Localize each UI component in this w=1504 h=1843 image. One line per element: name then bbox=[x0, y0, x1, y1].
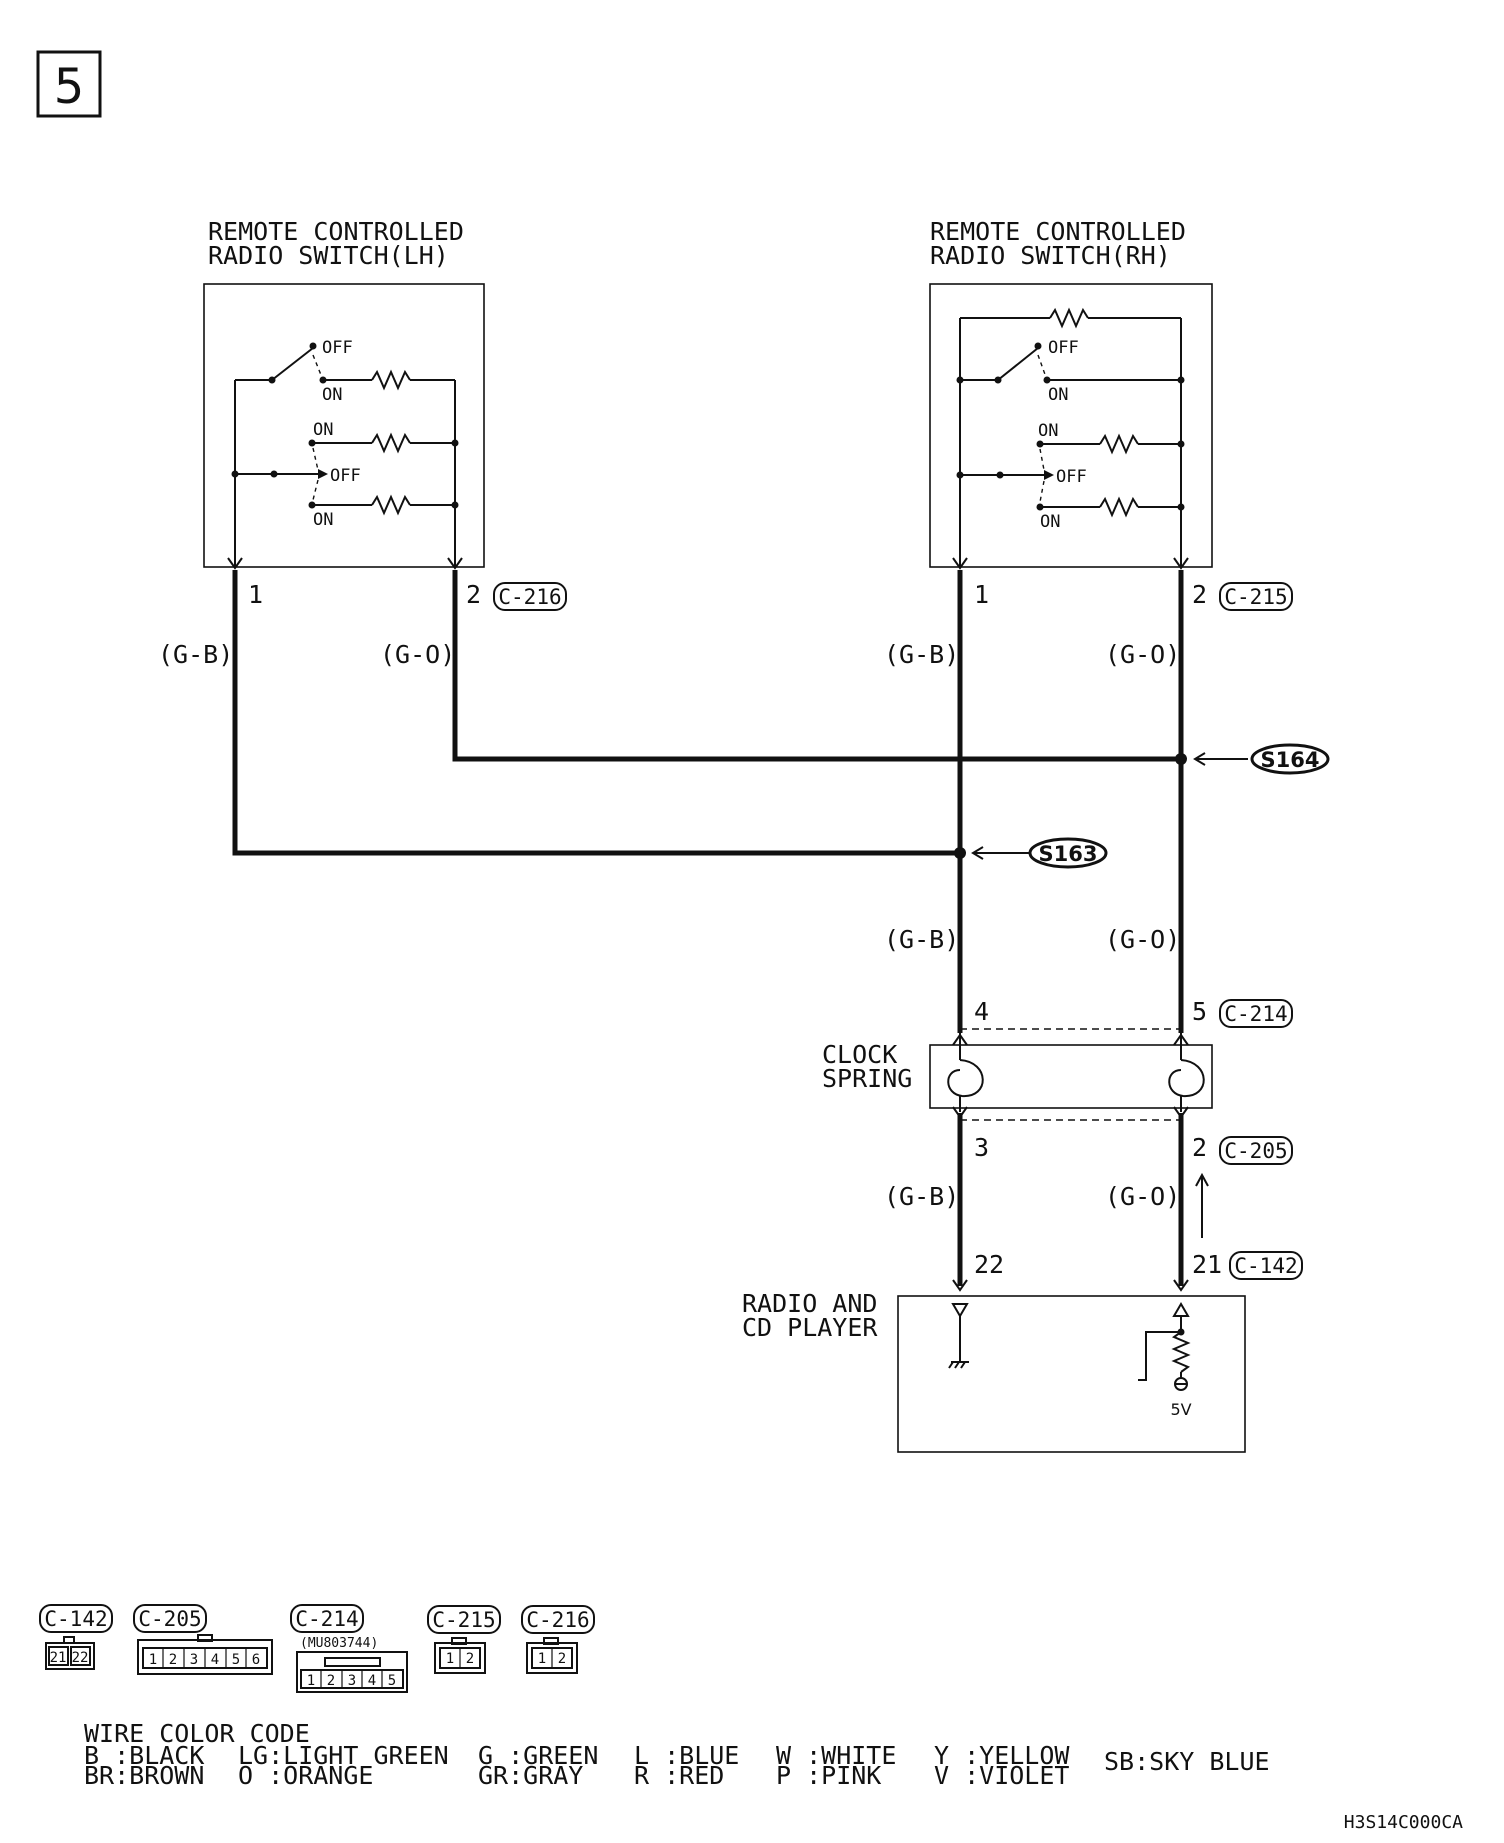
legend-c205-pins: 1 2 3 4 5 6 bbox=[149, 1652, 260, 1668]
cs-top-connector-label: C-214 bbox=[1224, 1002, 1287, 1026]
wcc-entry: O :ORANGE bbox=[238, 1761, 373, 1790]
wcc-entry: W :WHITE bbox=[776, 1741, 896, 1770]
rh-pin-1: 1 bbox=[974, 580, 989, 609]
signal-direction-arrow bbox=[1195, 1172, 1209, 1238]
rh-pin-2: 2 bbox=[1192, 580, 1207, 609]
wires bbox=[232, 570, 1187, 1286]
page-number-box: 5 bbox=[36, 50, 102, 118]
wcc-entry: LG:LIGHT GREEN bbox=[238, 1741, 449, 1770]
wire-low2-color: (G-O) bbox=[1105, 1182, 1180, 1211]
legend-c215-label: C-215 bbox=[432, 1608, 495, 1632]
legend-c214-label: C-214 bbox=[295, 1607, 358, 1631]
wire-rh2-color: (G-O) bbox=[1105, 640, 1180, 669]
legend-c214-part: (MU803744) bbox=[300, 1636, 378, 1651]
lh-sw2-on-top: ON bbox=[313, 420, 333, 440]
wcc-entry: P :PINK bbox=[776, 1761, 881, 1790]
wire-lh2-color: (G-O) bbox=[380, 640, 455, 669]
legend-c214-pins: 1 2 3 4 5 bbox=[307, 1673, 396, 1689]
wire-low1-color: (G-B) bbox=[884, 1182, 959, 1211]
switch-lh-title-1: REMOTE CONTROLLED bbox=[208, 217, 464, 246]
wcc-entry: GR:GRAY bbox=[478, 1761, 583, 1790]
wire-lh1-color: (G-B) bbox=[158, 640, 233, 669]
radio-title-2: CD PLAYER bbox=[742, 1313, 878, 1342]
rh-sw1-off: OFF bbox=[1048, 338, 1079, 358]
legend-c205-pin: 1 bbox=[149, 1652, 157, 1668]
wcc-entry: BR:BROWN bbox=[84, 1761, 204, 1790]
page-number: 5 bbox=[54, 59, 85, 115]
rh-connector-label: C-215 bbox=[1224, 585, 1287, 609]
legend-c205-pin: 4 bbox=[211, 1652, 219, 1668]
cs-pin-3: 3 bbox=[974, 1133, 989, 1162]
legend-c205-pin: 5 bbox=[232, 1652, 240, 1668]
legend-c214-pin: 1 bbox=[307, 1673, 315, 1689]
rh-sw2-off: OFF bbox=[1056, 467, 1087, 487]
legend-c215-pin-2: 2 bbox=[466, 1651, 474, 1667]
radio-title-1: RADIO AND bbox=[742, 1289, 877, 1318]
switch-rh-title-2: RADIO SWITCH(RH) bbox=[930, 241, 1171, 270]
legend-c215-pin-1: 1 bbox=[446, 1651, 454, 1667]
splice-s163-label: S163 bbox=[1039, 842, 1098, 866]
wire-rh1-color: (G-B) bbox=[884, 640, 959, 669]
wire-mid1-color: (G-B) bbox=[884, 925, 959, 954]
wcc-entry: V :VIOLET bbox=[934, 1761, 1069, 1790]
radio-voltage: 5V bbox=[1170, 1400, 1191, 1419]
lh-connector-label: C-216 bbox=[498, 585, 561, 609]
wire-color-code-title: WIRE COLOR CODE bbox=[84, 1719, 310, 1748]
rh-sw2-on-top: ON bbox=[1038, 421, 1058, 441]
splice-s163: S163 bbox=[971, 837, 1108, 869]
radio-connector-label: C-142 bbox=[1234, 1254, 1297, 1278]
switch-lh-title-2: RADIO SWITCH(LH) bbox=[208, 241, 449, 270]
rh-sw1-on: ON bbox=[1048, 385, 1068, 405]
wcc-entry: SB:SKY BLUE bbox=[1104, 1747, 1270, 1776]
cs-pin-5: 5 bbox=[1192, 997, 1207, 1026]
switch-lh: REMOTE CONTROLLED RADIO SWITCH(LH) OFF O… bbox=[203, 217, 485, 569]
radio-pin-21: 21 bbox=[1192, 1250, 1222, 1279]
diagram-id: H3S14C000CA bbox=[1344, 1812, 1463, 1833]
switch-rh: REMOTE CONTROLLED RADIO SWITCH(RH) OFF O… bbox=[929, 217, 1213, 569]
radio-pin-22: 22 bbox=[974, 1250, 1004, 1279]
legend-c214-pin: 3 bbox=[348, 1673, 356, 1689]
wire-color-code: WIRE COLOR CODE B :BLACK BR:BROWN LG:LIG… bbox=[84, 1719, 1270, 1790]
legend-c214-pin: 5 bbox=[388, 1673, 396, 1689]
splice-s164-label: S164 bbox=[1261, 748, 1320, 772]
clock-spring: CLOCK SPRING bbox=[822, 1028, 1213, 1121]
wcc-entry: Y :YELLOW bbox=[934, 1741, 1070, 1770]
clock-spring-title-2: SPRING bbox=[822, 1064, 912, 1093]
legend-c216-pin-1: 1 bbox=[538, 1651, 546, 1667]
splice-s164: S164 bbox=[1193, 743, 1330, 775]
legend-c205-pin: 6 bbox=[252, 1652, 260, 1668]
radio-cd-player: RADIO AND CD PLAYER 5V bbox=[742, 1289, 1246, 1453]
lh-sw2-on-bottom: ON bbox=[313, 510, 333, 530]
legend-c142-pin-1: 21 bbox=[50, 1650, 67, 1666]
legend-c214-pin: 4 bbox=[368, 1673, 376, 1689]
wcc-entry: R :RED bbox=[634, 1761, 724, 1790]
lh-sw2-off: OFF bbox=[330, 466, 361, 486]
wcc-entry: G :GREEN bbox=[478, 1741, 598, 1770]
wcc-entry: L :BLUE bbox=[634, 1741, 739, 1770]
legend-c142-pin-2: 22 bbox=[72, 1650, 89, 1666]
lh-pin-2: 2 bbox=[466, 580, 481, 609]
switch-rh-title-1: REMOTE CONTROLLED bbox=[930, 217, 1186, 246]
clock-spring-title-1: CLOCK bbox=[822, 1040, 897, 1069]
connector-legend: C-142 21 22 C-205 1 2 3 4 5 6 C-214 (MU8… bbox=[39, 1604, 595, 1693]
legend-c216-label: C-216 bbox=[526, 1608, 589, 1632]
legend-c205-label: C-205 bbox=[138, 1607, 201, 1631]
legend-c205-pin: 3 bbox=[190, 1652, 198, 1668]
lh-sw1-off: OFF bbox=[322, 338, 353, 358]
rh-sw2-on-bottom: ON bbox=[1040, 512, 1060, 532]
lh-sw1-on: ON bbox=[322, 385, 342, 405]
wcc-entry: B :BLACK bbox=[84, 1741, 204, 1770]
legend-c214-pin: 2 bbox=[327, 1673, 335, 1689]
cs-pin-2: 2 bbox=[1192, 1133, 1207, 1162]
cs-bottom-connector-label: C-205 bbox=[1224, 1139, 1287, 1163]
legend-c216-pin-2: 2 bbox=[558, 1651, 566, 1667]
lh-pin-1: 1 bbox=[248, 580, 263, 609]
wire-mid2-color: (G-O) bbox=[1105, 925, 1180, 954]
cs-pin-4: 4 bbox=[974, 997, 989, 1026]
legend-c205-pin: 2 bbox=[169, 1652, 177, 1668]
legend-c142-label: C-142 bbox=[44, 1607, 107, 1631]
